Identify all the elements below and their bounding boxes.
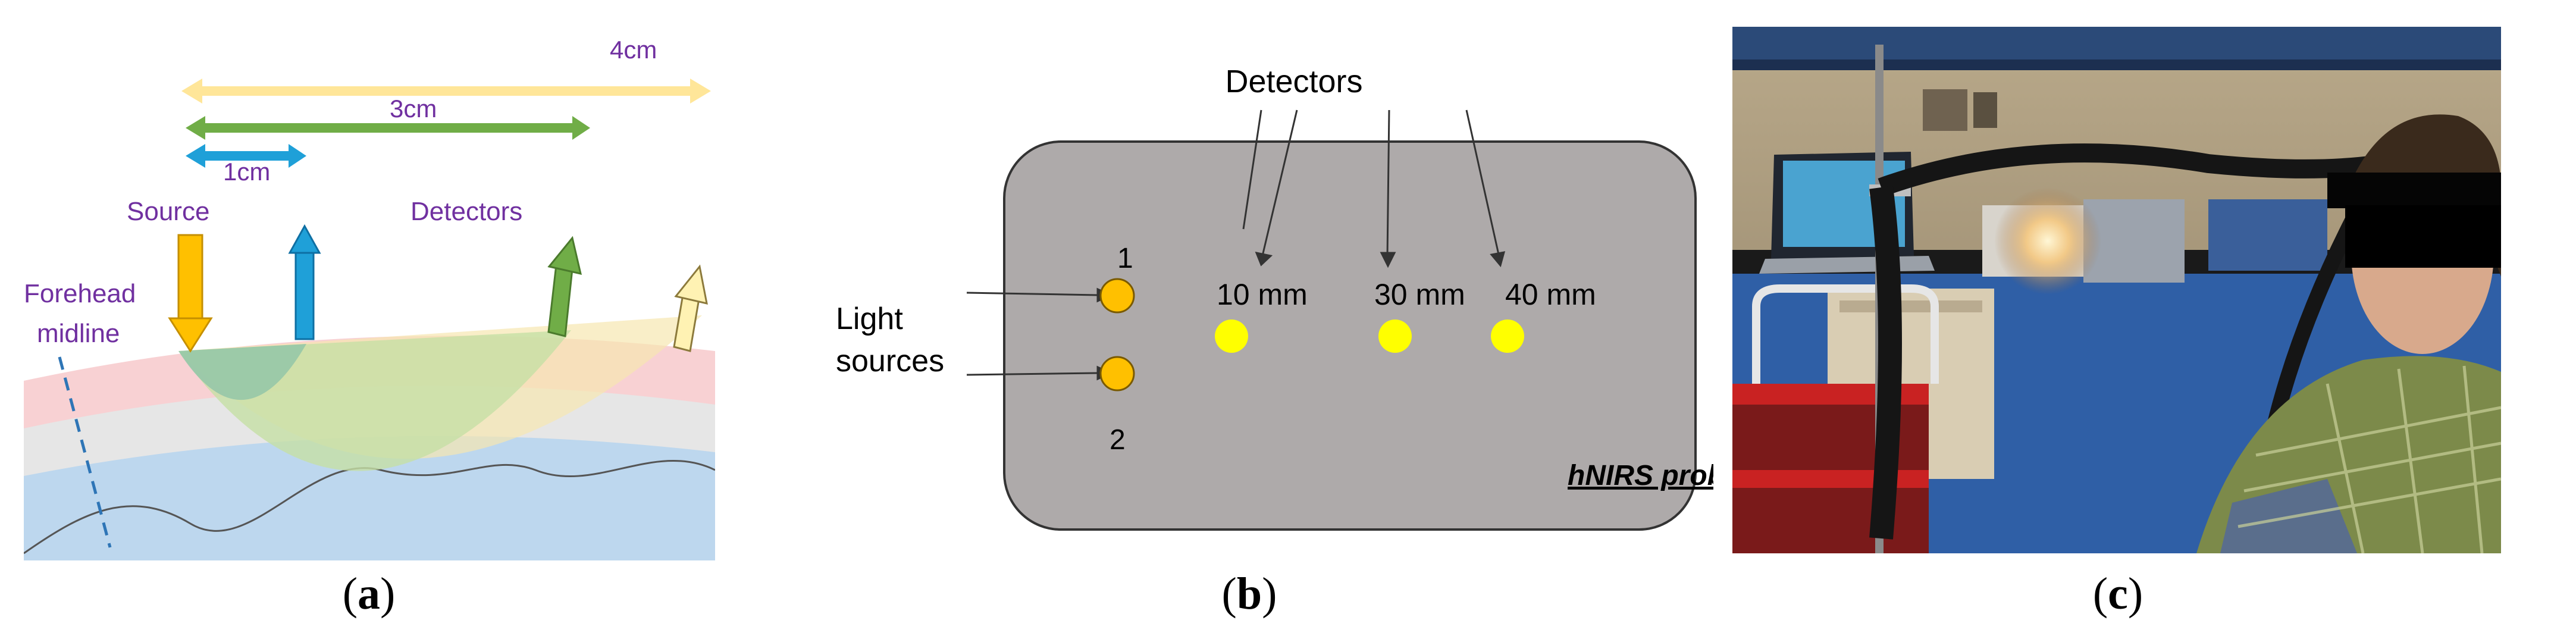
light-sources-label-line2: sources <box>836 344 944 378</box>
caption-b: (b) <box>1221 569 1277 619</box>
forehead-midline-line <box>58 356 112 548</box>
hnirs-probe-body <box>1003 140 1697 531</box>
light-source-1 <box>1099 278 1135 314</box>
source-label: Source <box>127 197 209 226</box>
distance-30mm-label: 30 mm <box>1374 278 1465 311</box>
distance-10mm-label: 10 mm <box>1217 278 1308 311</box>
detector-arrow-1cm <box>288 224 321 340</box>
caption-c: (c) <box>2092 569 2143 619</box>
experiment-photo <box>1732 27 2501 553</box>
label-1cm: 1cm <box>223 158 270 186</box>
source-1-label: 1 <box>1117 243 1133 274</box>
panel-a-head-model: 4cm 3cm 1cm Source Detectors Forehead mi… <box>0 0 732 565</box>
light-sources-label-line1: Light <box>836 302 903 336</box>
detector-10mm <box>1215 320 1248 353</box>
detector-pointer-arrows <box>1242 109 1506 268</box>
panel-b-diagram: Detectors Light sources 1 2 10 mm 30 mm … <box>836 64 1741 531</box>
detectors-label: Detectors <box>410 197 522 226</box>
distance-arrow-1cm <box>186 144 306 168</box>
detector-30mm <box>1378 320 1412 353</box>
source-2-label: 2 <box>1110 424 1126 456</box>
detectors-title: Detectors <box>1225 64 1362 99</box>
distance-arrow-3cm <box>186 116 590 140</box>
label-4cm: 4cm <box>610 36 657 64</box>
detector-arrow-3cm <box>547 236 582 337</box>
midline-label: midline <box>37 319 120 348</box>
caption-a: (a) <box>342 569 396 619</box>
panel-c-photo <box>1732 27 2501 553</box>
hnirs-probe-label: hNIRS probe <box>1568 460 1713 491</box>
brain-layer <box>24 436 715 560</box>
panel-a-diagram: 4cm 3cm 1cm Source Detectors Forehead mi… <box>24 36 715 560</box>
light-source-2 <box>1099 356 1135 391</box>
detector-arrow-4cm <box>673 264 708 352</box>
forehead-label: Forehead <box>24 279 136 308</box>
path-1cm <box>178 344 306 400</box>
panel-b-probe-layout: Detectors Light sources 1 2 10 mm 30 mm … <box>773 0 1741 565</box>
distance-40mm-label: 40 mm <box>1505 278 1596 311</box>
source-arrow <box>168 234 213 353</box>
distance-arrow-4cm <box>181 79 711 104</box>
label-3cm: 3cm <box>390 95 437 123</box>
detector-40mm <box>1491 320 1524 353</box>
